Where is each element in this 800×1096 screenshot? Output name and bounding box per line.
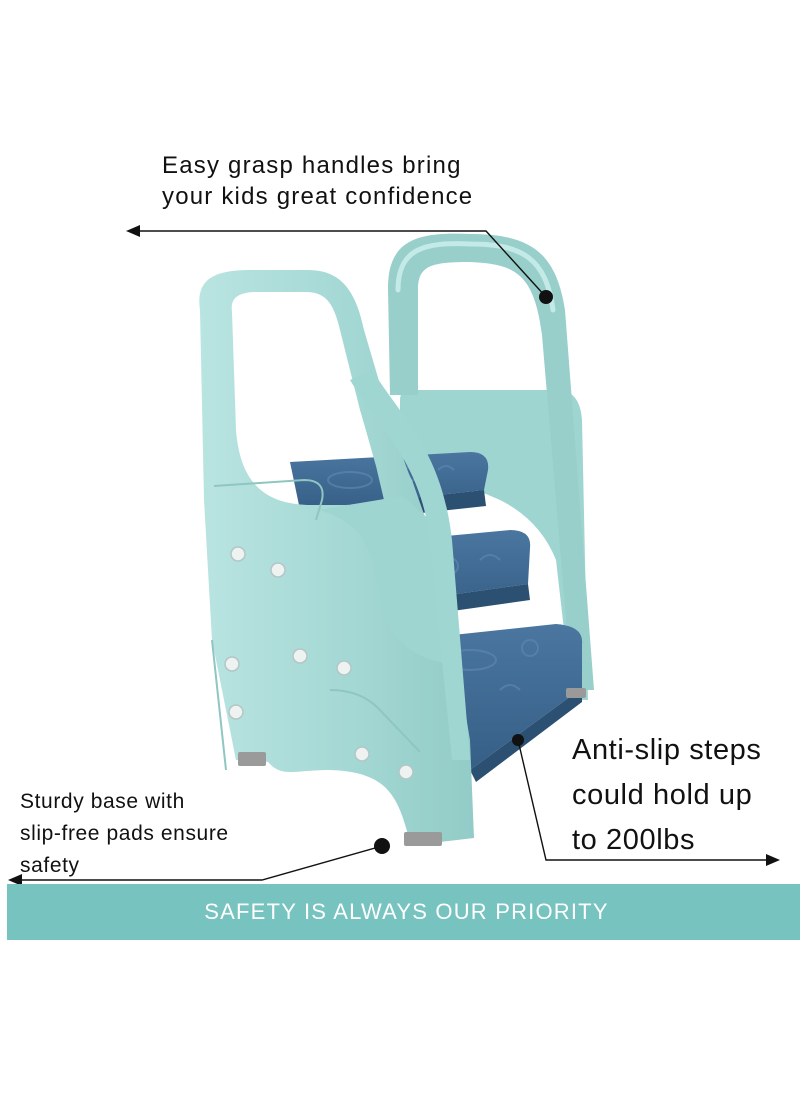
callout-steps-text: Anti-slip steps could hold up to 200lbs <box>572 728 762 863</box>
callout-line: Easy grasp handles bring <box>162 152 462 179</box>
callout-dot-icon <box>512 734 524 746</box>
front-handle-rod <box>350 370 470 760</box>
callout-dot-icon <box>374 838 390 854</box>
right-handle-highlight <box>395 241 556 313</box>
callout-dot-icon <box>539 290 553 304</box>
callout-line: safety <box>20 854 80 877</box>
callout-steps-pointer <box>517 739 770 861</box>
callout-base-pointer <box>20 845 383 881</box>
banner-background <box>7 884 800 940</box>
callout-handles-pointer <box>136 230 547 298</box>
arrow-right-icon <box>766 854 780 866</box>
arrow-left-icon <box>126 225 140 237</box>
callout-line: your kids great confidence <box>162 183 474 210</box>
callout-line: to 200lbs <box>572 824 696 856</box>
arrow-left-icon <box>8 874 22 886</box>
banner-text: SAFETY IS ALWAYS OUR PRIORITY <box>204 899 609 924</box>
callout-line: Sturdy base with <box>20 790 185 813</box>
front-side-panel <box>199 270 474 842</box>
callout-line: Anti-slip steps <box>572 734 762 766</box>
callout-line: slip-free pads ensure <box>20 822 229 845</box>
callout-base-text: Sturdy base with slip-free pads ensure s… <box>20 786 229 882</box>
anti-slip-pads <box>238 688 586 846</box>
callout-line: could hold up <box>572 779 753 811</box>
callout-handles-text: Easy grasp handles bring your kids great… <box>162 150 473 212</box>
safety-banner: SAFETY IS ALWAYS OUR PRIORITY <box>7 884 800 940</box>
bolt-icon <box>224 546 414 780</box>
front-panel-inner <box>318 496 452 664</box>
